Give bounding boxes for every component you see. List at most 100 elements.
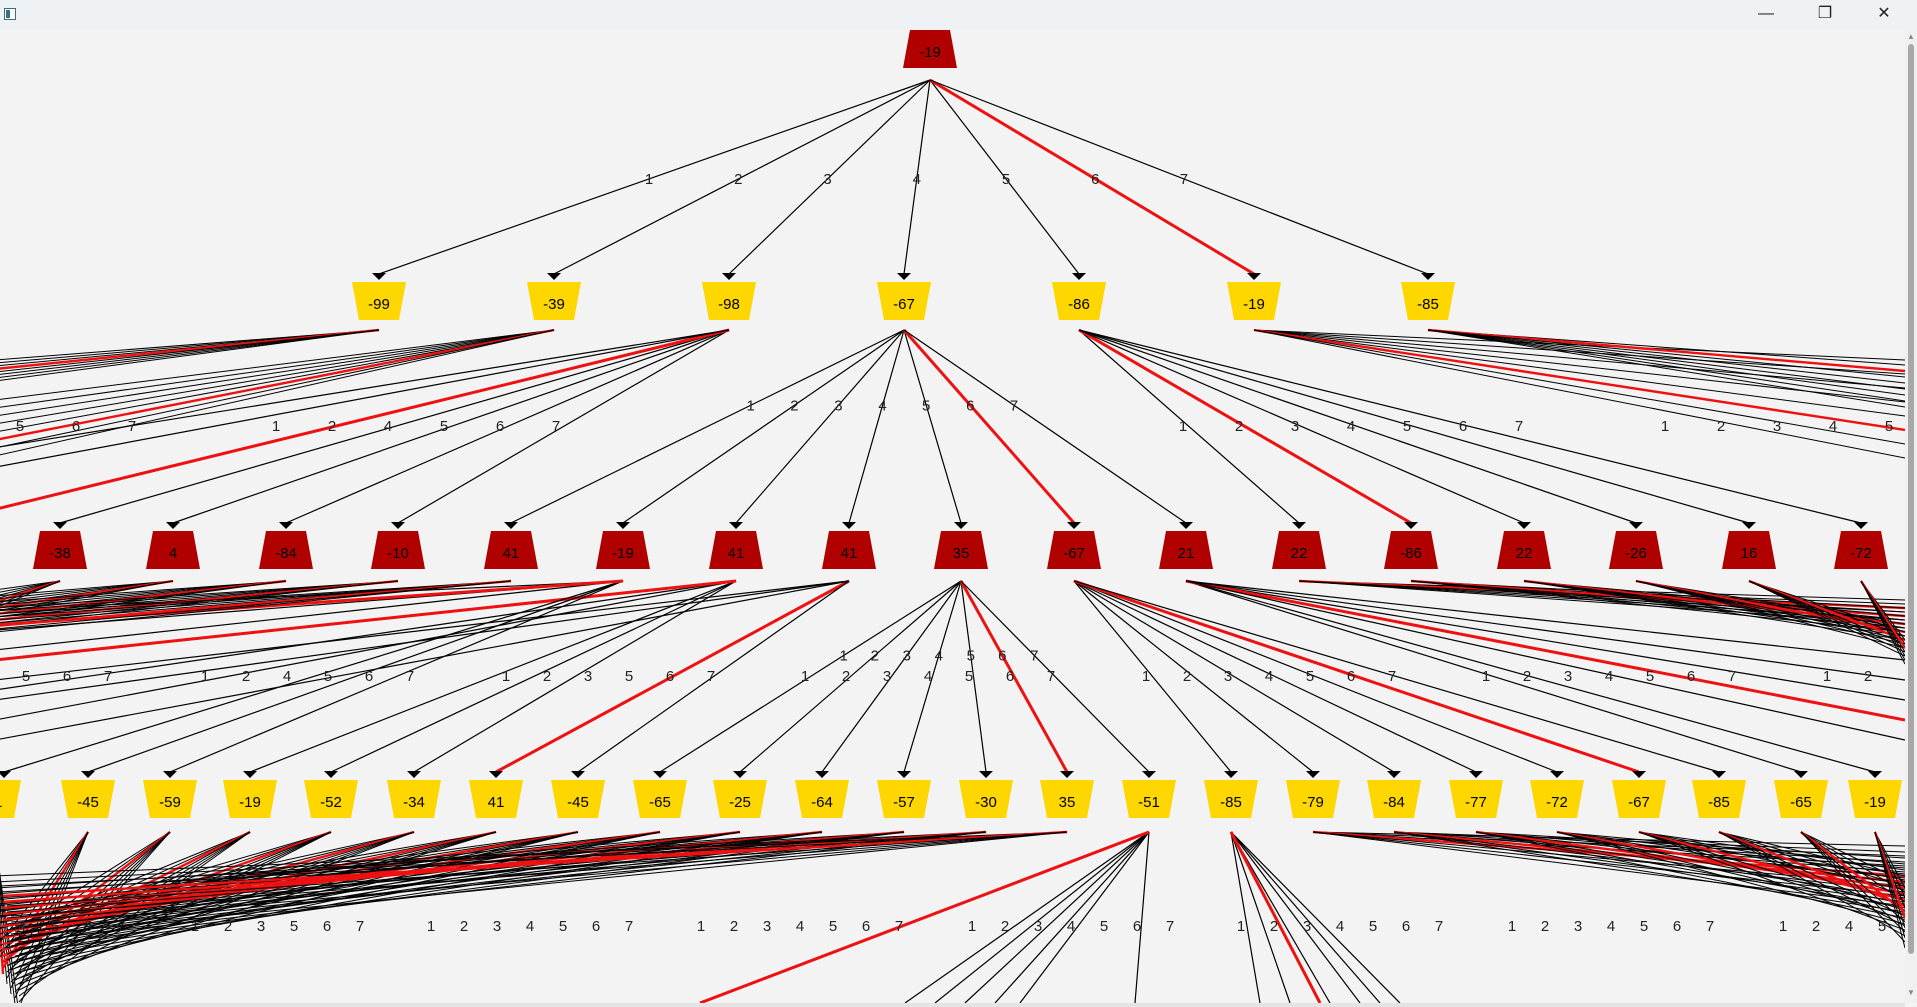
node-value: -67 (1628, 794, 1650, 811)
arrow-head-icon (279, 522, 293, 529)
edge-label: 6 (1006, 668, 1014, 685)
edge (1185, 580, 1905, 661)
edge (0, 831, 89, 943)
arrow-head-icon (729, 522, 743, 529)
scroll-thumb[interactable] (1908, 44, 1914, 954)
edge (1230, 831, 1381, 1003)
edge (1427, 329, 1905, 396)
scroll-up-arrow-icon[interactable]: ▲ (1907, 32, 1915, 41)
edge (0, 329, 730, 467)
node-value: -51 (1138, 794, 1160, 811)
edge-label: 4 (526, 918, 534, 935)
edge-label: 5 (625, 668, 633, 685)
edge (1073, 579, 1640, 774)
edge-label: 1 (801, 668, 809, 685)
maximize-button[interactable]: ❐ (1817, 5, 1833, 22)
edge (1718, 831, 1905, 937)
level3-node: -52 (304, 780, 358, 818)
edge (1800, 831, 1905, 943)
level2-node: -38 (33, 531, 87, 569)
level2-node: 21 (1159, 531, 1213, 569)
edge (1393, 831, 1905, 893)
edge (18, 831, 497, 979)
node-value: -65 (649, 794, 671, 811)
level2-node: 16 (1722, 531, 1776, 569)
edge (1185, 580, 1876, 773)
edge (169, 580, 624, 773)
node-value: -72 (1850, 545, 1872, 562)
edge (1185, 580, 1905, 741)
edge-label: 1 (645, 171, 653, 188)
edge-label: 6 (323, 918, 331, 935)
edge-label: 3 (1303, 918, 1311, 935)
edge (0, 329, 555, 424)
edge-l2-3 (821, 580, 962, 773)
arrow-head-icon (391, 522, 405, 529)
level1-node: -86 (1052, 282, 1106, 320)
edge-l1-5 (903, 329, 962, 524)
edge (10, 831, 1068, 917)
edge-label: 2 (1864, 668, 1872, 685)
edge-label: 3 (1564, 668, 1572, 685)
edge-label: 5 (967, 647, 975, 664)
level3-node: -30 (959, 780, 1013, 818)
edge-label: 7 (1388, 668, 1396, 685)
arrow-head-icon (1224, 771, 1238, 778)
edge-label: 4 (1347, 418, 1355, 435)
node-value: -19 (1243, 296, 1265, 313)
edge-label: 6 (1687, 668, 1695, 685)
level3-node: -77 (1449, 780, 1503, 818)
node-value: -85 (1417, 296, 1439, 313)
edge (1185, 580, 1905, 701)
edge (0, 328, 730, 510)
node-value: -25 (729, 794, 751, 811)
edge-label: 1 (968, 918, 976, 935)
scroll-down-arrow-icon[interactable]: ▼ (1907, 988, 1915, 997)
minimize-button[interactable]: — (1758, 5, 1774, 22)
edge-l2-1 (659, 580, 962, 773)
edge (1078, 329, 1300, 524)
edge-label: 4 (384, 418, 392, 435)
edge-label: 1 (272, 418, 280, 435)
edge-label: 2 (730, 918, 738, 935)
node-value: 21 (1178, 545, 1195, 562)
edge (14, 831, 1068, 927)
level2-node: -10 (371, 531, 425, 569)
edge (1718, 830, 1905, 908)
edge (0, 580, 399, 626)
edge-label: 1 (839, 647, 847, 664)
node-value: 41 (728, 545, 745, 562)
horizontal-scrollbar[interactable] (0, 1003, 1905, 1007)
edge-label: 6 (666, 668, 674, 685)
level3-node: -34 (387, 780, 441, 818)
arrow-head-icon (166, 522, 180, 529)
edge-label: 5 (922, 397, 930, 414)
edge-label: 3 (1034, 918, 1042, 935)
edge (1874, 831, 1905, 889)
node-value: -72 (1546, 794, 1568, 811)
edge (1800, 831, 1905, 903)
arrow-head-icon (1292, 522, 1306, 529)
close-button[interactable]: ✕ (1877, 5, 1891, 22)
node-value: -45 (567, 794, 589, 811)
arrow-head-icon (407, 771, 421, 778)
tree-edges (0, 78, 1905, 1003)
level3-node: 41 (0, 780, 21, 818)
edge-l2-2 (739, 580, 962, 773)
edge-root-4 (903, 79, 931, 275)
edge-label: 6 (1673, 918, 1681, 935)
edge (285, 329, 730, 524)
vertical-scrollbar[interactable]: ▲ ▼ (1905, 30, 1917, 1003)
edge-label: 7 (1166, 918, 1174, 935)
edge-label: 1 (427, 918, 435, 935)
node-value: -84 (1383, 794, 1405, 811)
edge (1230, 831, 1361, 1003)
edge-label: 7 (552, 418, 560, 435)
edge-label: 5 (965, 668, 973, 685)
edge (18, 831, 1068, 937)
arrow-head-icon (489, 771, 503, 778)
edge (1718, 831, 1905, 887)
node-value: -30 (975, 794, 997, 811)
edge-label: 2 (1235, 418, 1243, 435)
